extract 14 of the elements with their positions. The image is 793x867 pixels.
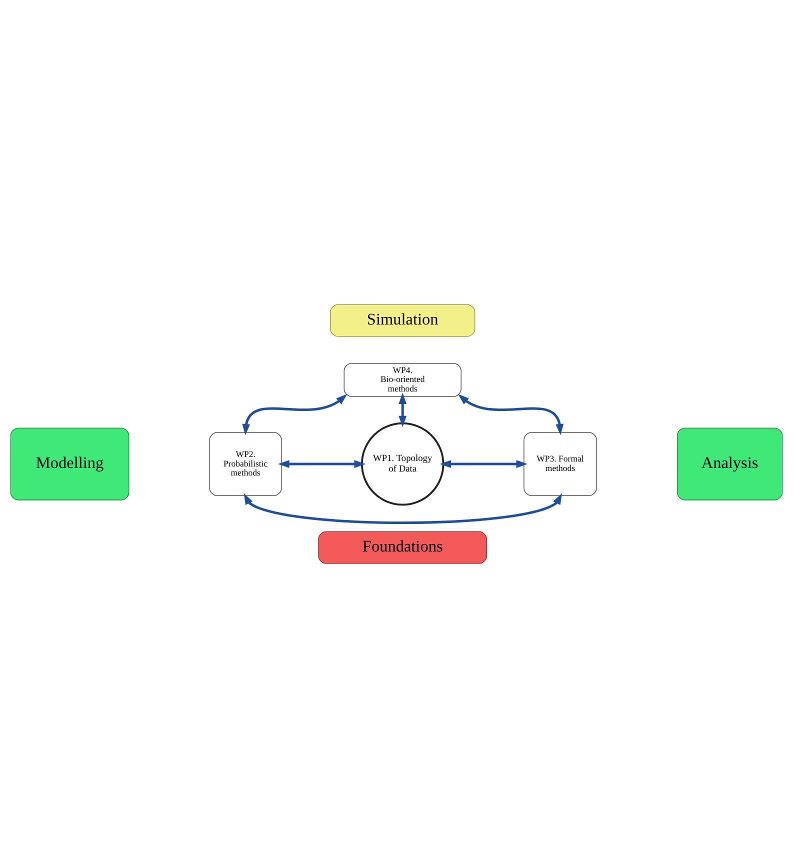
arrow — [244, 492, 562, 524]
arrow — [242, 394, 348, 435]
node-box: Modelling — [10, 427, 130, 500]
arrow — [440, 460, 528, 468]
node-box: Foundations — [318, 530, 488, 564]
node-box: WP3. Formal methods — [524, 432, 597, 496]
arrow — [398, 392, 407, 427]
node-circle: WP1. Topology of Data — [361, 422, 444, 506]
node-box: WP2. Probabilistic methods — [209, 432, 282, 496]
node-box: Simulation — [330, 304, 476, 336]
node-box: WP4. Bio-oriented methods — [344, 362, 462, 396]
arrow — [278, 460, 366, 468]
node-box: Analysis — [676, 427, 783, 500]
arrow — [458, 394, 564, 435]
